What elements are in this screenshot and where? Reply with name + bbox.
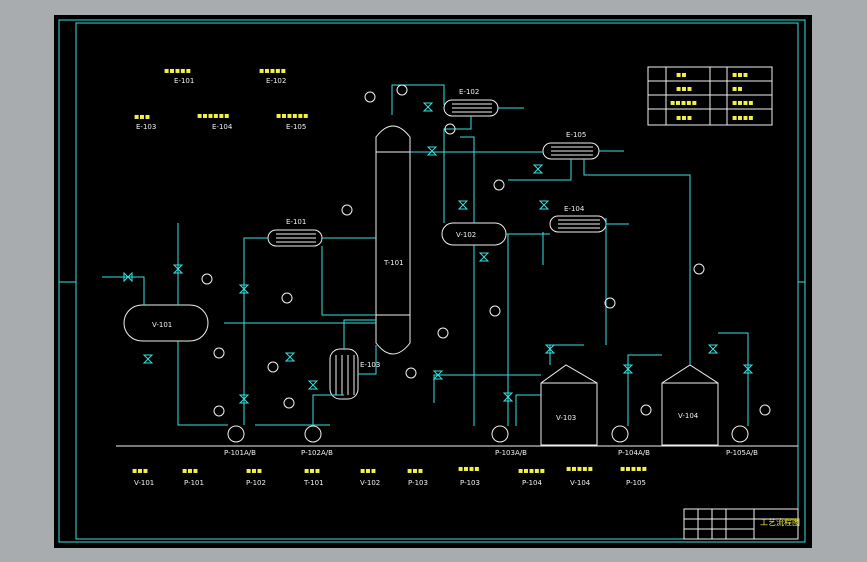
legend-e105: E-105 bbox=[286, 123, 306, 131]
equipment-legend-headings: ▪▪▪▪▪ E-101 ▪▪▪▪▪ E-102 ▪▪▪ E-103 ▪▪▪▪▪▪… bbox=[134, 66, 309, 131]
bottom-label-3: T-101 bbox=[303, 479, 324, 487]
drum-v102: V-102 bbox=[441, 222, 507, 246]
column-t101: T-101 bbox=[375, 125, 411, 355]
legend-e101: E-101 bbox=[174, 77, 194, 85]
piping bbox=[102, 84, 749, 426]
svg-text:▪▪▪▪▪▪: ▪▪▪▪▪▪ bbox=[276, 111, 309, 120]
svg-text:▪▪▪▪▪: ▪▪▪▪▪ bbox=[164, 66, 191, 75]
label-v102: V-102 bbox=[456, 231, 476, 239]
svg-text:▪▪▪: ▪▪▪ bbox=[246, 466, 262, 475]
bottom-label-4: V-102 bbox=[360, 479, 380, 487]
legend-e104: E-104 bbox=[212, 123, 233, 131]
outer-border bbox=[58, 19, 806, 543]
label-v101: V-101 bbox=[152, 321, 172, 329]
label-p101: P-101A/B bbox=[224, 449, 256, 457]
instrument-bubbles bbox=[201, 84, 771, 417]
label-e102: E-102 bbox=[459, 88, 479, 96]
drum-v101: V-101 bbox=[123, 304, 209, 342]
svg-text:▪▪▪▪: ▪▪▪▪ bbox=[732, 98, 754, 107]
svg-text:▪▪▪▪: ▪▪▪▪ bbox=[458, 464, 480, 473]
bottom-label-8: V-104 bbox=[570, 479, 591, 487]
pid-diagram: ▪▪▪▪▪ E-101 ▪▪▪▪▪ E-102 ▪▪▪ E-103 ▪▪▪▪▪▪… bbox=[58, 19, 806, 543]
legend-e102: E-102 bbox=[266, 77, 286, 85]
svg-text:▪▪▪: ▪▪▪ bbox=[132, 466, 148, 475]
svg-text:▪▪: ▪▪ bbox=[732, 84, 743, 93]
tank-v104: V-104 bbox=[661, 364, 719, 446]
label-p104: P-104A/B bbox=[618, 449, 650, 457]
svg-text:▪▪▪: ▪▪▪ bbox=[676, 84, 692, 93]
svg-text:▪▪: ▪▪ bbox=[676, 70, 687, 79]
exchanger-e102: E-102 bbox=[443, 88, 499, 117]
svg-text:▪▪▪▪▪: ▪▪▪▪▪ bbox=[670, 98, 697, 107]
pumps: P-101A/B P-102A/B P-103A/B P-104A/B P-10… bbox=[224, 425, 758, 457]
svg-text:▪▪▪: ▪▪▪ bbox=[407, 466, 423, 475]
svg-text:▪▪▪: ▪▪▪ bbox=[676, 113, 692, 122]
svg-text:▪▪▪: ▪▪▪ bbox=[134, 112, 150, 121]
svg-text:▪▪▪: ▪▪▪ bbox=[732, 70, 748, 79]
label-e101: E-101 bbox=[286, 218, 306, 226]
label-e105: E-105 bbox=[566, 131, 586, 139]
exchanger-e101: E-101 bbox=[267, 218, 323, 247]
svg-text:▪▪▪: ▪▪▪ bbox=[182, 466, 198, 475]
tank-v103: V-103 bbox=[540, 364, 598, 446]
label-p102: P-102A/B bbox=[301, 449, 333, 457]
label-e104: E-104 bbox=[564, 205, 585, 213]
svg-text:▪▪▪▪▪▪: ▪▪▪▪▪▪ bbox=[197, 111, 230, 120]
label-p105: P-105A/B bbox=[726, 449, 758, 457]
bottom-label-1: P-101 bbox=[184, 479, 204, 487]
svg-text:▪▪▪: ▪▪▪ bbox=[360, 466, 376, 475]
svg-text:▪▪▪: ▪▪▪ bbox=[304, 466, 320, 475]
svg-text:▪▪▪▪▪: ▪▪▪▪▪ bbox=[566, 464, 593, 473]
title-block: 工艺流程图 bbox=[683, 508, 800, 540]
bottom-label-5: P-103 bbox=[408, 479, 428, 487]
label-v103: V-103 bbox=[556, 414, 576, 422]
exchanger-e104: E-104 bbox=[549, 205, 607, 233]
label-v104: V-104 bbox=[678, 412, 699, 420]
label-e103: E-103 bbox=[360, 361, 380, 369]
legend-e103: E-103 bbox=[136, 123, 156, 131]
svg-text:▪▪▪▪▪: ▪▪▪▪▪ bbox=[518, 466, 545, 475]
bottom-label-2: P-102 bbox=[246, 479, 266, 487]
exchanger-e105: E-105 bbox=[542, 131, 600, 160]
bottom-label-6: P-103 bbox=[460, 479, 480, 487]
bottom-label-7: P-104 bbox=[522, 479, 543, 487]
bottom-equipment-labels: ▪▪▪ V-101 ▪▪▪ P-101 ▪▪▪ P-102 ▪▪▪ T-101 ▪▪▪ V… bbox=[132, 464, 647, 487]
bottom-label-0: V-101 bbox=[134, 479, 154, 487]
bottom-label-9: P-105 bbox=[626, 479, 646, 487]
label-t101: T-101 bbox=[383, 259, 404, 267]
drawing-sheet: ▪▪▪▪▪ E-101 ▪▪▪▪▪ E-102 ▪▪▪ E-103 ▪▪▪▪▪▪… bbox=[54, 15, 812, 548]
valves bbox=[123, 102, 754, 404]
label-p103: P-103A/B bbox=[495, 449, 527, 457]
title-block-title: 工艺流程图 bbox=[760, 517, 800, 527]
svg-text:▪▪▪▪: ▪▪▪▪ bbox=[732, 113, 754, 122]
inner-border bbox=[75, 22, 799, 540]
svg-text:▪▪▪▪▪: ▪▪▪▪▪ bbox=[259, 66, 286, 75]
symbol-legend-table: ▪▪▪▪▪ ▪▪▪▪▪ ▪▪▪▪▪▪▪▪▪ ▪▪▪▪▪▪▪ bbox=[647, 66, 773, 126]
svg-text:▪▪▪▪▪: ▪▪▪▪▪ bbox=[620, 464, 647, 473]
